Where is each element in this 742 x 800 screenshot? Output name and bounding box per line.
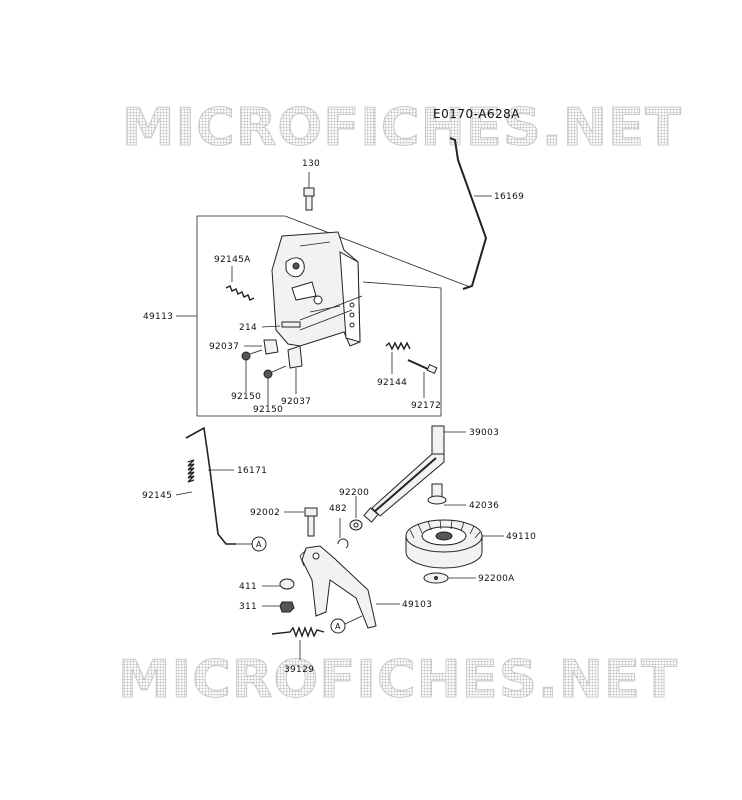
label-49110: 49110: [506, 532, 536, 542]
label-16169: 16169: [494, 192, 524, 202]
pin-214: [281, 321, 301, 328]
label-92200a: 92200A: [478, 574, 515, 584]
rod-16171: [185, 426, 236, 545]
rod-16169: [449, 137, 488, 290]
label-39129: 39129: [284, 665, 314, 675]
collar-42036: [427, 483, 447, 505]
label-130: 130: [302, 159, 320, 169]
lever-49103: [299, 545, 377, 629]
callout-a-bottom-text: A: [335, 622, 341, 631]
label-482: 482: [329, 504, 347, 514]
bolt-92002: [304, 507, 318, 537]
callout-a-left: [251, 536, 267, 552]
label-92150-b: 92150: [253, 405, 283, 415]
screw-92150-b: [263, 365, 287, 379]
label-92037-b: 92037: [281, 397, 311, 407]
shaft-39003: [363, 425, 445, 523]
assembly-box-49113: [196, 215, 442, 417]
nut-311: [279, 601, 295, 613]
clip-92037-b: [287, 345, 303, 369]
spring-39129: [271, 626, 325, 638]
label-214: 214: [239, 323, 257, 333]
screw-92150-a: [241, 349, 263, 361]
label-311: 311: [239, 602, 257, 612]
label-411: 411: [239, 582, 257, 592]
bolt-92172: [407, 359, 438, 375]
spring-92144: [385, 341, 411, 351]
label-92145a: 92145A: [214, 255, 251, 265]
spring-92145: [187, 459, 195, 483]
callout-a-bottom: [330, 618, 346, 634]
bolt-130: [303, 187, 315, 211]
label-49113: 49113: [143, 312, 173, 322]
label-49103: 49103: [402, 600, 432, 610]
spring-92145a: [225, 285, 255, 301]
label-92172: 92172: [411, 401, 441, 411]
label-92200: 92200: [339, 488, 369, 498]
watermark-top: MICROFICHES.NET: [122, 98, 682, 158]
label-92002: 92002: [250, 508, 280, 518]
label-92144: 92144: [377, 378, 407, 388]
control-plate: [271, 231, 361, 347]
washer-411: [279, 578, 295, 590]
label-92037-a: 92037: [209, 342, 239, 352]
diagram-code: E0170-A628A: [433, 107, 520, 121]
label-39003: 39003: [469, 428, 499, 438]
label-92145: 92145: [142, 491, 172, 501]
gear-49110: [405, 519, 483, 569]
label-16171: 16171: [237, 466, 267, 476]
watermark-bottom: MICROFICHES.NET: [118, 650, 678, 710]
label-42036: 42036: [469, 501, 499, 511]
clip-482: [337, 538, 349, 549]
clip-92037-a: [263, 339, 279, 355]
callout-a-left-text: A: [256, 540, 262, 549]
label-92150-a: 92150: [231, 392, 261, 402]
